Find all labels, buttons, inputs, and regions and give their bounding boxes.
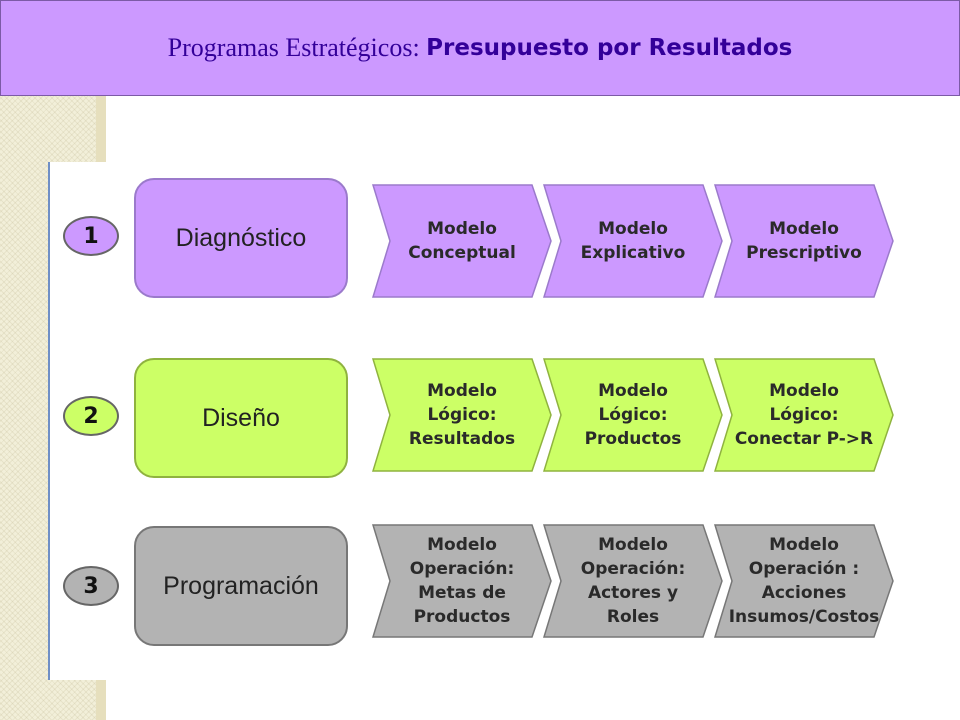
step-label: Modelo Operación : Acciones Insumos/Cost… xyxy=(724,524,884,638)
step-line: Operación: xyxy=(409,559,515,579)
step-line: Modelo xyxy=(769,535,839,555)
step-line: Metas de xyxy=(418,583,506,603)
step-line: Conectar P->R xyxy=(734,429,874,449)
step-2-2: Modelo Lógico: Productos xyxy=(543,358,723,472)
chevron-shape xyxy=(372,524,552,638)
step-line: Explicativo xyxy=(580,243,686,263)
title-emphasis: Presupuesto por Resultados xyxy=(426,35,793,61)
chevron-shape xyxy=(372,184,552,298)
step-1-1: Modelo Conceptual xyxy=(372,184,552,298)
step-number-3: 3 xyxy=(63,566,119,606)
step-line: Modelo xyxy=(769,381,839,401)
chevron-shape xyxy=(372,358,552,472)
step-2-1: Modelo Lógico: Resultados xyxy=(372,358,552,472)
step-line: Modelo xyxy=(598,219,668,239)
step-label: Modelo Lógico: Productos xyxy=(553,358,713,472)
stage-diagnostico: Diagnóstico xyxy=(134,178,348,298)
step-3-2: Modelo Operación: Actores y Roles xyxy=(543,524,723,638)
step-label: Modelo Explicativo xyxy=(553,184,713,298)
step-3-3: Modelo Operación : Acciones Insumos/Cost… xyxy=(714,524,894,638)
step-line: Operación : xyxy=(748,559,860,579)
step-line: Modelo xyxy=(427,219,497,239)
step-line: Roles xyxy=(606,607,660,627)
step-number-2: 2 xyxy=(63,396,119,436)
step-line: Prescriptivo xyxy=(746,243,862,263)
step-line: Modelo xyxy=(598,535,668,555)
step-line: Lógico: xyxy=(598,405,668,425)
chevron-shape xyxy=(714,184,894,298)
step-line: Modelo xyxy=(769,219,839,239)
step-line: Lógico: xyxy=(769,405,839,425)
step-label: Modelo Operación: Actores y Roles xyxy=(553,524,713,638)
chevron-shape xyxy=(714,524,894,638)
step-line: Productos xyxy=(584,429,682,449)
step-line: Modelo xyxy=(598,381,668,401)
chevron-shape xyxy=(543,184,723,298)
step-label: Modelo Conceptual xyxy=(382,184,542,298)
chevron-shape xyxy=(543,524,723,638)
step-line: Conceptual xyxy=(408,243,516,263)
title-prefix: Programas Estratégicos: xyxy=(167,33,427,62)
step-line: Operación: xyxy=(580,559,686,579)
step-line: Lógico: xyxy=(427,405,497,425)
step-line: Productos xyxy=(413,607,511,627)
chevron-shape xyxy=(714,358,894,472)
step-2-3: Modelo Lógico: Conectar P->R xyxy=(714,358,894,472)
step-line: Acciones xyxy=(761,583,847,603)
panel-left-line xyxy=(48,162,50,680)
step-label: Modelo Lógico: Conectar P->R xyxy=(724,358,884,472)
step-line: Insumos/Costos xyxy=(728,607,880,627)
slide-header: Programas Estratégicos: Presupuesto por … xyxy=(0,0,960,96)
stage-diseno: Diseño xyxy=(134,358,348,478)
step-label: Modelo Operación: Metas de Productos xyxy=(382,524,542,638)
stage-programacion: Programación xyxy=(134,526,348,646)
step-1-2: Modelo Explicativo xyxy=(543,184,723,298)
step-3-1: Modelo Operación: Metas de Productos xyxy=(372,524,552,638)
step-line: Actores y xyxy=(587,583,679,603)
step-line: Resultados xyxy=(408,429,516,449)
step-label: Modelo Prescriptivo xyxy=(724,184,884,298)
step-label: Modelo Lógico: Resultados xyxy=(382,358,542,472)
step-line: Modelo xyxy=(427,381,497,401)
chevron-shape xyxy=(543,358,723,472)
step-1-3: Modelo Prescriptivo xyxy=(714,184,894,298)
step-number-1: 1 xyxy=(63,216,119,256)
step-line: Modelo xyxy=(427,535,497,555)
